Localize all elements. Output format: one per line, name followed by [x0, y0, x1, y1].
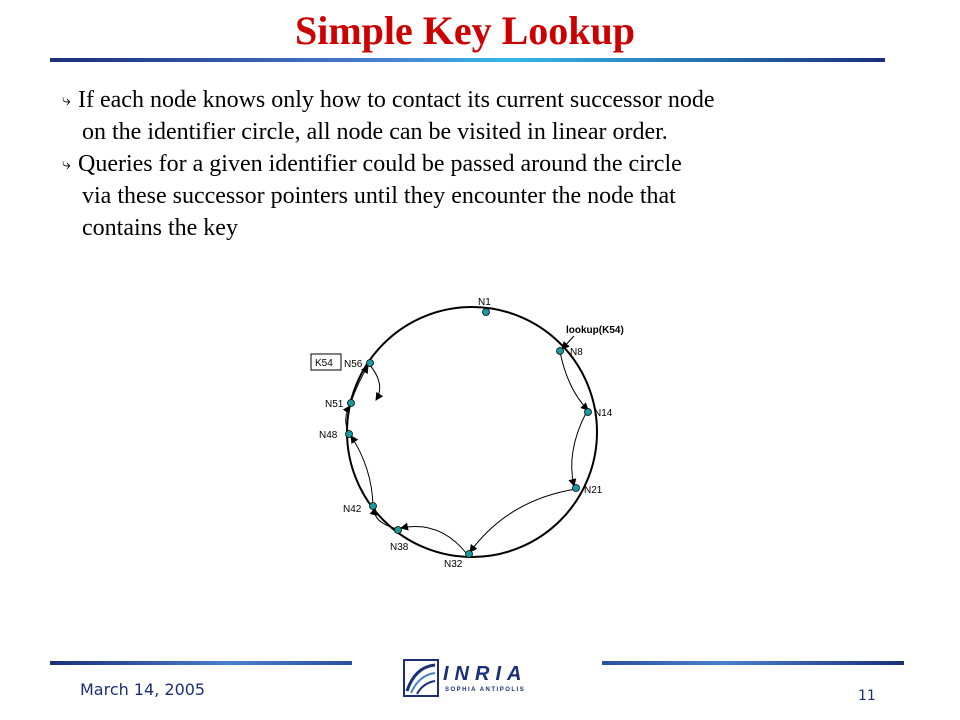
bullet-line: on the identifier circle, all node can b…: [82, 119, 668, 145]
page-number: 11: [858, 688, 876, 704]
lookup-label: lookup(K54): [566, 325, 624, 336]
footer-date: March 14, 2005: [80, 680, 206, 699]
bullet-item: ⤷ If each node knows only how to contact…: [62, 84, 922, 148]
hop-arrow-n51-n56: [350, 365, 369, 403]
hop-arrow-n14-n21: [568, 412, 587, 487]
node-label-n48: N48: [319, 430, 338, 441]
title-divider: [50, 58, 885, 62]
node-n48: [345, 430, 353, 438]
node-n32: [465, 550, 473, 558]
footer-divider-left: [50, 661, 352, 665]
node-label-n21: N21: [584, 485, 603, 496]
node-n42: [369, 502, 377, 510]
chord-ring-diagram: N1 lookup(K54) N8 N14 N21 N32 N38 N42 N4…: [310, 297, 624, 570]
node-n1: [482, 308, 490, 316]
node-n8: [556, 347, 564, 355]
bullet-line: If each node knows only how to contact i…: [78, 87, 715, 113]
node-n56: [366, 359, 374, 367]
bullet-line: Queries for a given identifier could be …: [78, 151, 682, 177]
node-label-n14: N14: [594, 408, 613, 419]
inria-emblem-icon: [403, 659, 439, 697]
node-label-n51: N51: [325, 399, 344, 410]
hop-arrow-n32-n38: [400, 522, 468, 555]
slide-title: Simple Key Lookup: [294, 8, 636, 53]
node-label-n56: N56: [344, 359, 363, 370]
hop-arrow-n21-n32: [469, 488, 577, 553]
hop-arrow-n42-n48: [350, 435, 374, 507]
node-n21: [572, 484, 580, 492]
node-label-n42: N42: [343, 504, 362, 515]
node-n51: [347, 399, 355, 407]
key-label: K54: [315, 358, 333, 369]
logo-wordmark: INRIA: [443, 663, 528, 685]
node-label-n32: N32: [444, 559, 463, 570]
hop-arrow-n38-n42: [369, 507, 398, 530]
node-n14: [584, 408, 592, 416]
identifier-circle: [346, 306, 598, 558]
hop-arrow-n8-n14: [559, 351, 589, 411]
node-n38: [394, 526, 402, 534]
inria-logo: INRIA SOPHIA ANTIPOLIS: [403, 659, 553, 699]
lookup-arrow: [561, 335, 575, 350]
bullet-line: contains the key: [82, 215, 238, 241]
node-label-n8: N8: [570, 347, 583, 358]
key-box: [310, 353, 342, 371]
curved-arrow-bullet-icon: ⤷: [62, 154, 71, 173]
footer-divider-right: [602, 661, 904, 665]
bullet-line: via these successor pointers until they …: [82, 183, 676, 209]
bullet-item: ⤷ Queries for a given identifier could b…: [62, 148, 922, 244]
node-label-n38: N38: [390, 542, 409, 553]
hop-arrow-n56-return: [368, 363, 384, 401]
node-label-n1: N1: [478, 297, 491, 308]
curved-arrow-bullet-icon: ⤷: [62, 90, 71, 109]
bullet-list: ⤷ If each node knows only how to contact…: [62, 84, 922, 244]
logo-subtext: SOPHIA ANTIPOLIS: [445, 687, 526, 693]
